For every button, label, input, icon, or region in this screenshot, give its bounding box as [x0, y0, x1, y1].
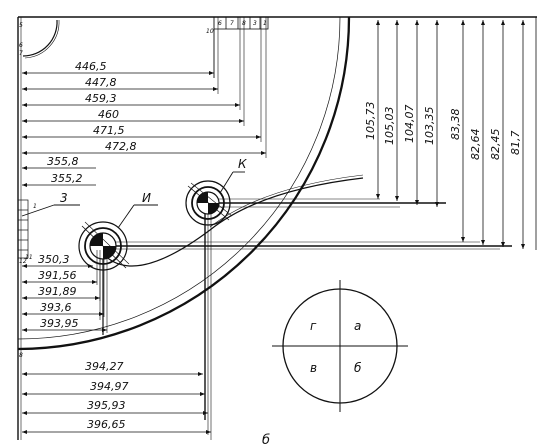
callout-3: 3	[60, 191, 68, 205]
dim-82-64: 82,64	[469, 129, 482, 161]
strip-1: 1	[263, 20, 267, 27]
inner-arc	[99, 177, 364, 267]
dim-446-5: 446,5	[75, 60, 107, 73]
dim-texts-mid: 355,8 355,2	[47, 155, 83, 185]
dim-471-5: 471,5	[93, 124, 125, 137]
quadrant-top-right: а	[354, 319, 361, 333]
dim-105-03: 105,03	[383, 107, 396, 146]
dim-394-27: 394,27	[85, 360, 124, 373]
callout-i: И	[142, 191, 151, 205]
figure-caption: б	[262, 433, 270, 448]
dim-459-3: 459,3	[85, 92, 117, 105]
dim-355-8: 355,8	[47, 155, 79, 168]
dim-83-38: 83,38	[449, 109, 462, 141]
marker-8: 8	[19, 352, 23, 359]
dim-350-3: 350,3	[38, 253, 70, 266]
dimension-lines-mid	[22, 166, 96, 187]
marker-10: 10	[206, 28, 214, 35]
marker-1: 1	[33, 203, 37, 210]
dim-395-93: 395,93	[87, 399, 126, 412]
dim-texts-vertical: 105,73 105,03 104,07 103,35 83,38 82,64 …	[364, 102, 522, 161]
dim-82-45: 82,45	[489, 129, 502, 161]
strip-8: 8	[242, 20, 246, 27]
frame-lines	[17, 16, 537, 440]
dim-394-97: 394,97	[90, 380, 129, 393]
dim-103-35: 103,35	[423, 107, 436, 146]
left-side-detail	[17, 199, 29, 259]
dim-355-2: 355,2	[51, 172, 83, 185]
dimension-lines-top	[22, 71, 266, 155]
strip-3: 3	[253, 20, 257, 27]
hole-lines	[103, 198, 512, 250]
dim-105-73: 105,73	[364, 102, 377, 141]
marker-5: 5	[19, 22, 23, 29]
dim-texts-bottom: 394,27 394,97 395,93 396,65	[85, 360, 129, 431]
quadrant-top-left: г	[310, 319, 317, 333]
dimension-lines-bottom	[22, 372, 211, 434]
quadrant-diagram	[272, 280, 408, 412]
dim-391-89: 391,89	[38, 285, 77, 298]
dimension-lines-lower	[22, 264, 107, 332]
outer-arc	[17, 16, 351, 351]
dim-393-6: 393,6	[40, 301, 72, 314]
dim-472-8: 472,8	[105, 140, 137, 153]
hole-i	[78, 221, 130, 271]
dim-texts-top: 446,5 447,8 459,3 460 471,5 472,8	[75, 60, 137, 153]
dim-393-95: 393,95	[40, 317, 79, 330]
top-strip-detail	[213, 16, 269, 78]
dimension-lines-vertical	[376, 20, 525, 249]
corner-arc	[22, 19, 58, 57]
small-markers: 5 6 7 8 10 12 11 1 6 7 8 3 1	[19, 20, 267, 359]
marker-12: 12	[19, 258, 27, 265]
marker-11: 11	[25, 254, 33, 261]
dim-391-56: 391,56	[38, 269, 77, 282]
marker-7: 7	[19, 50, 23, 57]
dim-104-07: 104,07	[403, 105, 416, 144]
dim-460: 460	[98, 108, 119, 121]
dim-447-8: 447,8	[85, 76, 117, 89]
hole-k	[185, 180, 233, 226]
callout-k: К	[238, 157, 247, 171]
dim-396-65: 396,65	[87, 418, 126, 431]
dim-81-7: 81,7	[509, 131, 522, 156]
strip-7: 7	[230, 20, 234, 27]
dim-texts-lower: 350,3 391,56 391,89 393,6 393,95	[38, 253, 79, 330]
marker-6: 6	[19, 42, 23, 49]
strip-6: 6	[218, 20, 222, 27]
quadrant-bottom-right: б	[354, 361, 362, 375]
quadrant-bottom-left: в	[310, 361, 317, 375]
